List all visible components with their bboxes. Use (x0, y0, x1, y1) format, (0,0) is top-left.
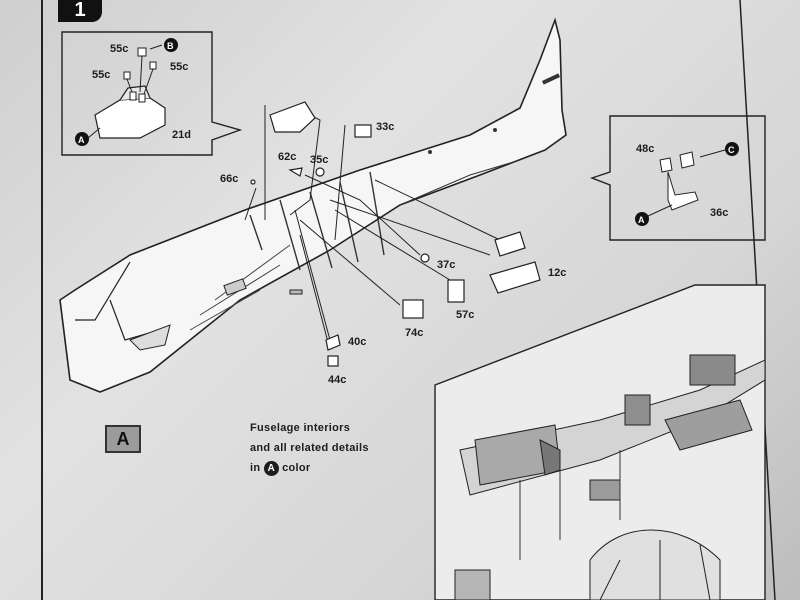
label-12c: 12c (548, 267, 566, 279)
color-instruction-caption: Fuselage interiors and all related detai… (250, 418, 470, 478)
caption-line-3-prefix: in (250, 462, 261, 474)
caption-line-2: and all related details (250, 442, 369, 454)
label-21d: 21d (172, 129, 191, 141)
label-37c: 37c (437, 259, 455, 271)
inset-bracket-detail (589, 115, 766, 241)
circle-a-right-letter: A (638, 215, 645, 225)
label-48c: 48c (636, 143, 654, 155)
label-35c: 35c (310, 154, 328, 166)
label-40c: 40c (348, 336, 366, 348)
step-number-badge: 1 (58, 0, 102, 22)
parts-callout-lines (244, 105, 501, 351)
label-74c: 74c (405, 327, 423, 339)
label-55c-left: 55c (92, 69, 110, 81)
label-66c: 66c (220, 173, 238, 185)
circle-a-inset-letter: A (78, 135, 85, 145)
circle-b-letter: B (167, 41, 174, 51)
caption-line-3-suffix: color (282, 462, 311, 474)
label-57c: 57c (456, 309, 474, 321)
label-55c-top: 55c (110, 43, 128, 55)
label-62c: 62c (278, 151, 296, 163)
label-36c: 36c (710, 207, 728, 219)
caption-line-1: Fuselage interiors (250, 422, 351, 434)
fuselage-half (59, 17, 567, 393)
circle-c-letter: C (728, 145, 735, 155)
label-55c-right: 55c (170, 61, 188, 73)
color-a-circle-icon: A (263, 460, 279, 476)
parts-shapes (250, 101, 541, 367)
inset-seat-detail (61, 31, 243, 156)
label-33c: 33c (376, 121, 394, 133)
label-44c: 44c (328, 374, 346, 386)
caption-line-3: in A color (250, 458, 470, 478)
color-key-box: A (105, 425, 141, 453)
inset-cockpit-detail (434, 284, 766, 600)
